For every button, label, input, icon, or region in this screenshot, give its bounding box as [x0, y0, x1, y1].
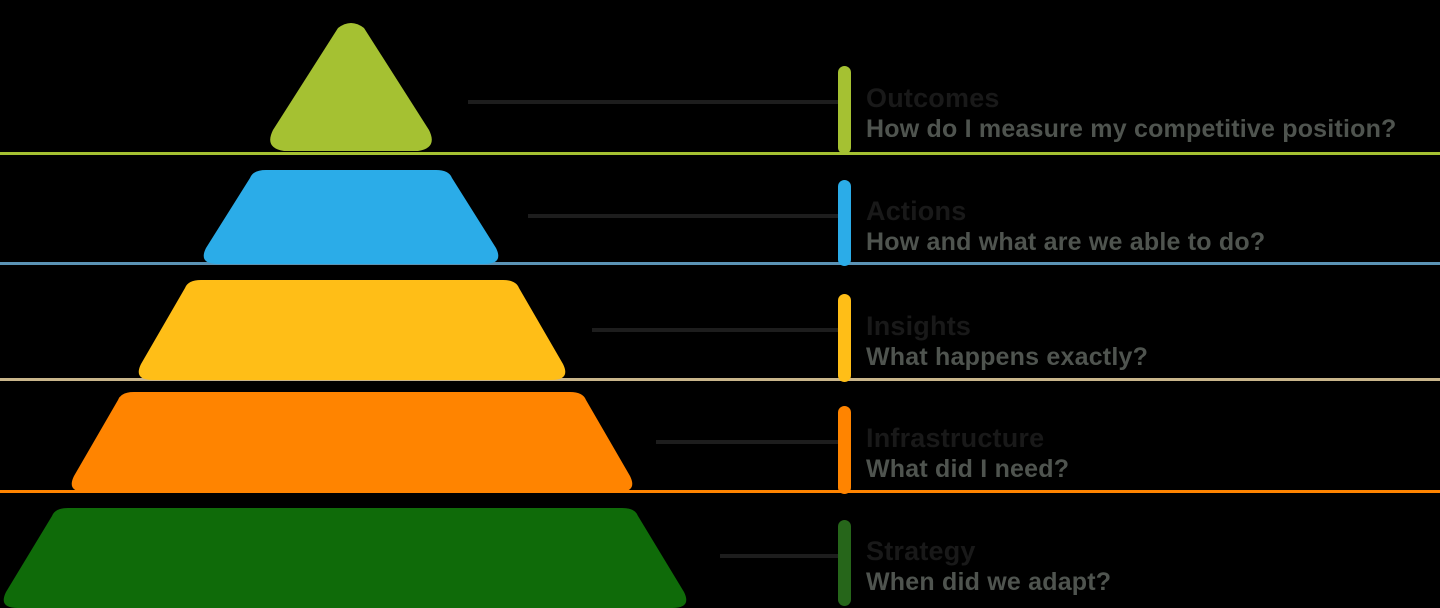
level-marker-infrastructure — [838, 406, 851, 494]
level-connector-insights — [592, 328, 840, 332]
level-title: Outcomes — [866, 83, 1000, 113]
level-title: Insights — [866, 311, 972, 341]
level-label-strategy[interactable]: Strategy When did we adapt? — [866, 537, 1111, 597]
level-baseline-outcomes — [0, 152, 1440, 155]
pyramid-level-infrastructure[interactable]: Infrastructure What did I need? — [0, 386, 1440, 496]
pyramid-level-insights[interactable]: Insights What happens exactly? — [0, 274, 1440, 384]
level-label-insights[interactable]: Insights What happens exactly? — [866, 312, 1148, 372]
pyramid-block-insights[interactable] — [135, 280, 569, 382]
level-subtitle: What happens exactly? — [866, 343, 1149, 372]
level-baseline-actions — [0, 262, 1440, 265]
level-connector-outcomes — [468, 100, 840, 104]
level-connector-actions — [528, 214, 840, 218]
level-title: Infrastructure — [866, 423, 1045, 453]
level-label-actions[interactable]: Actions How and what are we able to do? — [866, 197, 1265, 257]
level-title: Actions — [866, 196, 967, 226]
level-marker-insights — [838, 294, 851, 382]
pyramid-level-actions[interactable]: Actions How and what are we able to do? — [0, 160, 1440, 270]
level-label-outcomes[interactable]: Outcomes How do I measure my competitive… — [866, 84, 1397, 144]
level-marker-actions — [838, 180, 851, 266]
level-connector-strategy — [720, 554, 840, 558]
pyramid-block-outcomes[interactable] — [266, 18, 436, 154]
level-connector-infrastructure — [656, 440, 840, 444]
level-marker-outcomes — [838, 66, 851, 154]
pyramid-level-outcomes[interactable]: Outcomes How do I measure my competitive… — [0, 0, 1440, 160]
pyramid-level-strategy[interactable]: Strategy When did we adapt? — [0, 498, 1440, 608]
level-subtitle: How and what are we able to do? — [866, 228, 1266, 257]
level-baseline-infrastructure — [0, 490, 1440, 493]
pyramid-block-infrastructure[interactable] — [68, 392, 636, 494]
level-subtitle: What did I need? — [866, 455, 1070, 484]
level-subtitle: How do I measure my competitive position… — [866, 115, 1397, 144]
pyramid-block-strategy[interactable] — [0, 508, 690, 608]
level-marker-strategy — [838, 520, 851, 606]
level-subtitle: When did we adapt? — [866, 568, 1112, 597]
pyramid-block-actions[interactable] — [200, 170, 502, 266]
level-baseline-insights — [0, 378, 1440, 381]
level-label-infrastructure[interactable]: Infrastructure What did I need? — [866, 424, 1069, 484]
level-title: Strategy — [866, 536, 976, 566]
